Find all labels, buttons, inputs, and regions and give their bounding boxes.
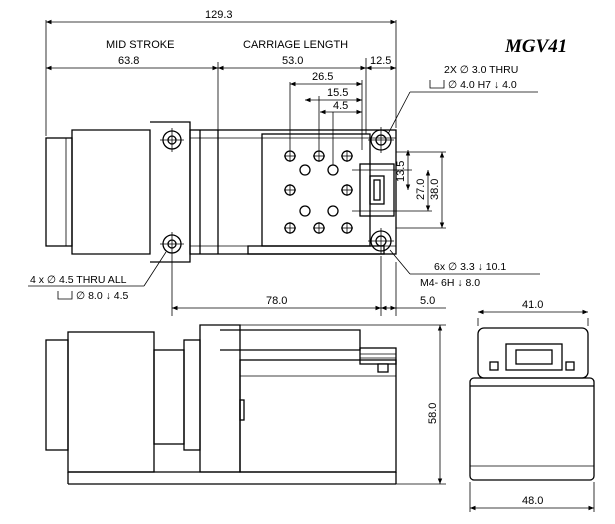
mount-hole-tl bbox=[160, 128, 184, 152]
dim-hole-26-5: 26.5 bbox=[312, 71, 333, 83]
mount-hole-bl bbox=[160, 232, 184, 256]
label-carriage-length: CARRIAGE LENGTH bbox=[243, 39, 348, 51]
carriage-hole-grid bbox=[284, 150, 353, 234]
note-mount-line1: 4 x ∅ 4.5 THRU ALL bbox=[30, 274, 127, 286]
side-connector bbox=[505, 343, 563, 371]
label-mid-stroke: MID STROKE bbox=[106, 39, 174, 51]
mount-hole-br bbox=[368, 228, 394, 254]
front-plate bbox=[199, 324, 241, 473]
dim-carriage: 53.0 bbox=[282, 55, 303, 67]
dim-offset-right: 12.5 bbox=[370, 55, 391, 67]
dim-base-5: 5.0 bbox=[420, 295, 435, 307]
mount-hole-tr bbox=[368, 127, 394, 153]
dim-vert-38-0: 38.0 bbox=[429, 179, 441, 200]
note-mount-line2: ∅ 8.0 ↓ 4.5 bbox=[76, 290, 129, 302]
note-tap-line1: 6x ∅ 3.3 ↓ 10.1 bbox=[434, 261, 506, 273]
dim-mid-stroke: 63.8 bbox=[118, 55, 139, 67]
motor-body bbox=[71, 129, 151, 255]
end-block bbox=[359, 163, 395, 217]
front-motor bbox=[67, 331, 155, 473]
dim-side-41: 41.0 bbox=[522, 299, 543, 311]
rail-base bbox=[189, 129, 397, 255]
motor-end-cap bbox=[45, 137, 73, 247]
dim-hole-4-5: 4.5 bbox=[333, 100, 348, 112]
front-rail bbox=[239, 359, 397, 473]
side-view: 41.0 48.0 bbox=[469, 299, 595, 512]
dim-vert-27-0: 27.0 bbox=[415, 179, 427, 200]
rail-strip bbox=[247, 245, 385, 255]
note-thru-line2: ∅ 4.0 H7 ↓ 4.0 bbox=[448, 79, 517, 91]
dim-base-78: 78.0 bbox=[266, 295, 287, 307]
note-thru-line1: 2X ∅ 3.0 THRU bbox=[444, 64, 518, 76]
carriage bbox=[261, 133, 371, 247]
dim-hole-15-5: 15.5 bbox=[327, 87, 348, 99]
dim-height-58: 58.0 bbox=[427, 403, 439, 424]
dim-overall-length: 129.3 bbox=[205, 9, 233, 21]
side-body bbox=[469, 377, 595, 481]
model-title: MGV41 bbox=[504, 36, 567, 57]
top-view: 129.3 MID STROKE CARRIAGE LENGTH 63.8 53… bbox=[28, 9, 540, 316]
front-view: 58.0 bbox=[45, 324, 446, 485]
dim-vert-13-5: 13.5 bbox=[395, 161, 407, 182]
note-tap-line2: M4- 6H ↓ 8.0 bbox=[420, 277, 480, 289]
dim-side-48: 48.0 bbox=[522, 495, 543, 507]
